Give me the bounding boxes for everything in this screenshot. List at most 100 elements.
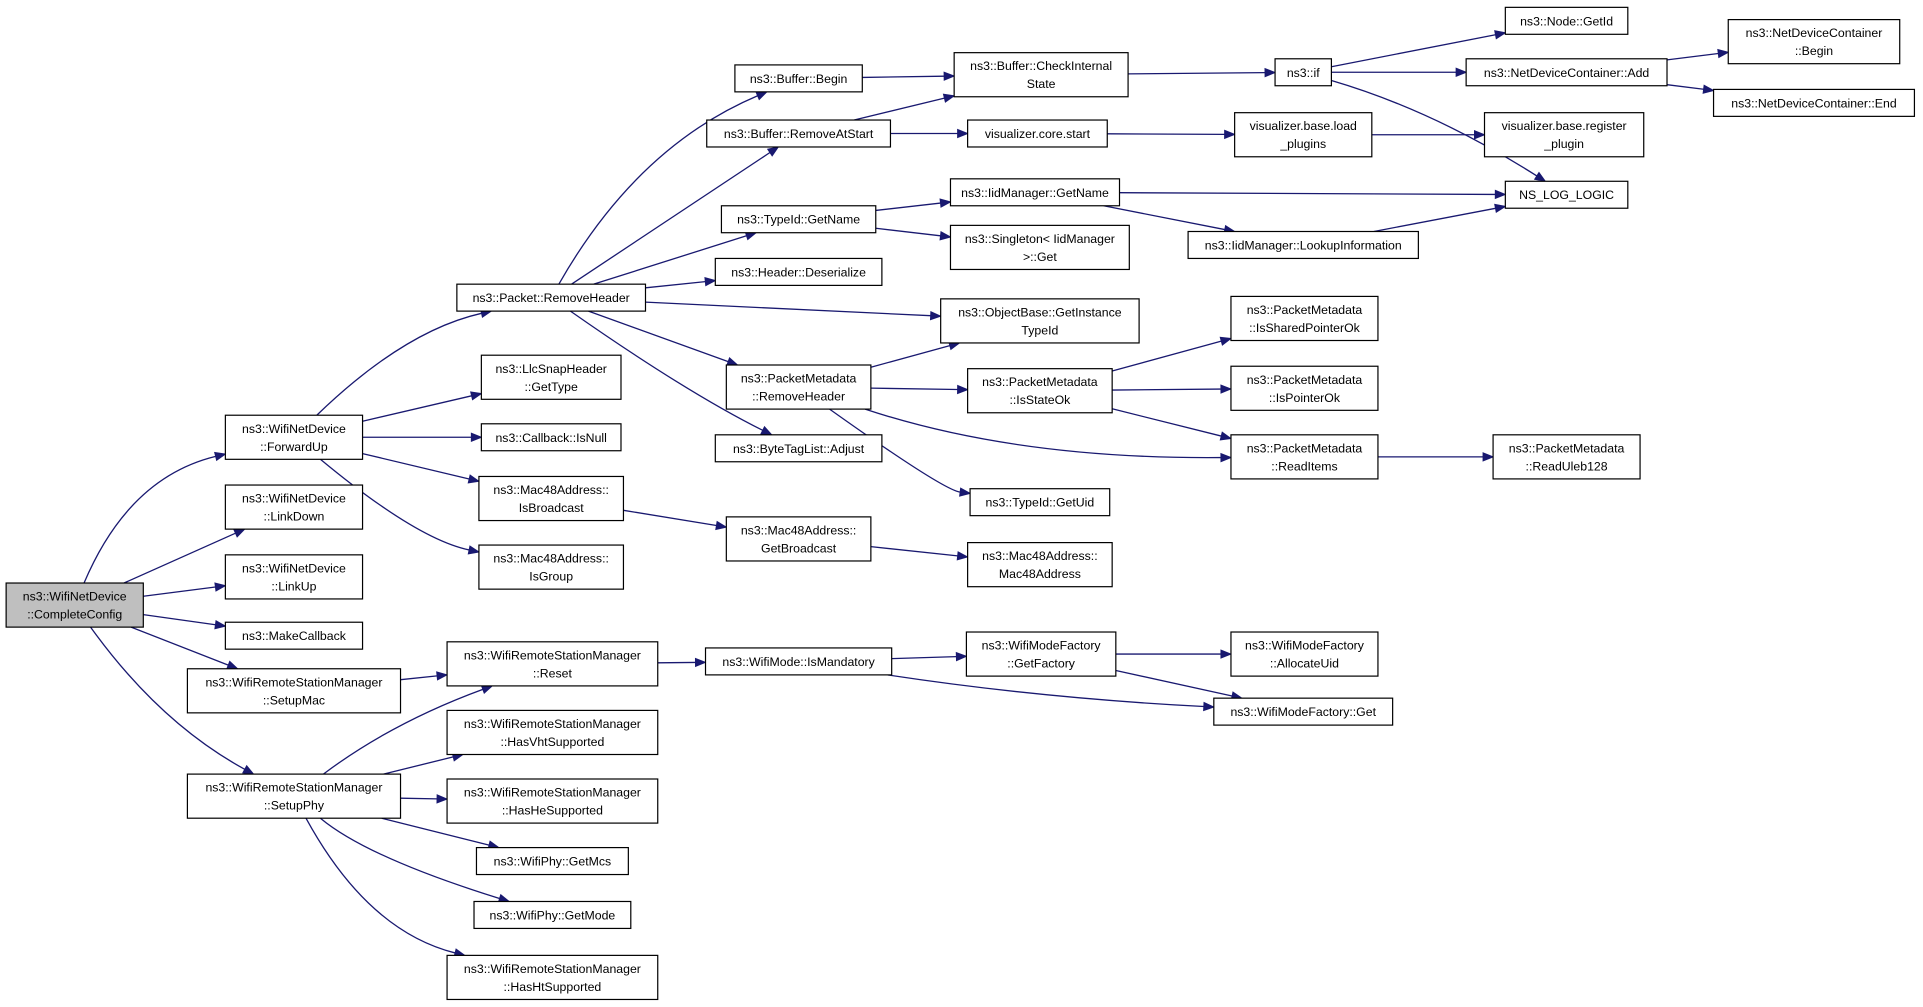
node-label: ns3::Packet::RemoveHeader xyxy=(473,291,630,305)
node-label: ns3::WifiNetDevice xyxy=(242,422,346,436)
node-label: ns3::Buffer::RemoveAtStart xyxy=(724,127,874,141)
node-getmcs[interactable]: ns3::WifiPhy::GetMcs xyxy=(475,846,629,876)
node-label: ns3::Header::Deserialize xyxy=(731,265,866,279)
node-isnull[interactable]: ns3::Callback::IsNull xyxy=(480,423,622,452)
node-box xyxy=(969,488,1111,517)
node-mac48ctor[interactable]: ns3::Mac48Address::Mac48Address xyxy=(967,542,1113,588)
node-removeheader[interactable]: ns3::Packet::RemoveHeader xyxy=(456,283,647,312)
node-rsmreset[interactable]: ns3::WifiRemoteStationManager::Reset xyxy=(446,641,659,687)
node-ndcbegin[interactable]: ns3::NetDeviceContainer::Begin xyxy=(1727,18,1901,65)
node-label: ::LinkDown xyxy=(264,510,325,524)
node-setupphy[interactable]: ns3::WifiRemoteStationManager::SetupPhy xyxy=(186,773,402,819)
node-readitems[interactable]: ns3::PacketMetadata::ReadItems xyxy=(1230,434,1379,480)
node-nslog[interactable]: NS_LOG_LOGIC xyxy=(1504,180,1629,209)
node-isbroadcast[interactable]: ns3::Mac48Address::IsBroadcast xyxy=(478,475,625,522)
node-box xyxy=(734,64,863,93)
node-label: ns3::Buffer::CheckInternal xyxy=(970,59,1112,73)
node-ndcend[interactable]: ns3::NetDeviceContainer::End xyxy=(1712,88,1916,117)
node-isptrok[interactable]: ns3::PacketMetadata::IsPointerOk xyxy=(1230,365,1379,411)
edge-line xyxy=(870,545,958,557)
node-label: ::Reset xyxy=(533,666,573,680)
node-getuid[interactable]: ns3::TypeId::GetUid xyxy=(969,488,1111,517)
edge-arrowhead xyxy=(942,93,956,103)
node-linkdown[interactable]: ns3::WifiNetDevice::LinkDown xyxy=(224,484,364,530)
node-box xyxy=(1465,58,1668,87)
edge-pmremove-to-readitems xyxy=(864,408,1233,463)
edge-line xyxy=(1107,133,1225,136)
edge-line xyxy=(1331,34,1496,68)
node-label: ns3::PacketMetadata xyxy=(1247,373,1363,387)
node-getfactory[interactable]: ns3::WifiModeFactory::GetFactory xyxy=(965,631,1117,677)
node-hasvht[interactable]: ns3::WifiRemoteStationManager::HasVhtSup… xyxy=(446,709,659,756)
node-box xyxy=(1483,112,1645,158)
node-label: ns3::WifiRemoteStationManager xyxy=(464,962,641,976)
edge-arrowhead xyxy=(214,451,227,462)
edge-arrowhead xyxy=(715,520,728,531)
node-box xyxy=(480,354,622,400)
node-hdrdeser[interactable]: ns3::Header::Deserialize xyxy=(714,257,883,286)
node-loadplugins[interactable]: visualizer.base.load_plugins xyxy=(1234,112,1373,158)
node-linkup[interactable]: ns3::WifiNetDevice::LinkUp xyxy=(224,554,364,600)
node-makecallback[interactable]: ns3::MakeCallback xyxy=(224,621,364,650)
node-box xyxy=(186,668,402,714)
node-ndcadd[interactable]: ns3::NetDeviceContainer::Add xyxy=(1465,58,1668,87)
edge-forwardup-to-removeheader xyxy=(316,308,493,416)
node-root[interactable]: ns3::WifiNetDevice::CompleteConfig xyxy=(5,582,144,628)
node-forwardup[interactable]: ns3::WifiNetDevice::ForwardUp xyxy=(224,414,364,460)
node-getmode[interactable]: ns3::WifiPhy::GetMode xyxy=(473,900,632,930)
edge-line xyxy=(891,655,957,660)
node-label: IsBroadcast xyxy=(519,501,585,515)
node-typeidname[interactable]: ns3::TypeId::GetName xyxy=(720,205,877,234)
edge-isstateok-to-readitems xyxy=(1112,408,1233,441)
node-label: ns3::Node::GetId xyxy=(1520,14,1613,28)
node-label: ns3::Mac48Address:: xyxy=(493,483,609,497)
edge-line xyxy=(887,674,1204,708)
node-isgroup[interactable]: ns3::Mac48Address::IsGroup xyxy=(478,544,625,590)
node-box xyxy=(704,647,893,676)
node-hasht[interactable]: ns3::WifiRemoteStationManager::HasHtSupp… xyxy=(446,954,659,1001)
node-registerplugin[interactable]: visualizer.base.register_plugin xyxy=(1483,112,1645,158)
node-isstateok[interactable]: ns3::PacketMetadata::IsStateOk xyxy=(967,368,1113,414)
node-nsif[interactable]: ns3::if xyxy=(1274,58,1333,87)
node-readuleb[interactable]: ns3::PacketMetadata::ReadUleb128 xyxy=(1492,434,1641,480)
node-hashe[interactable]: ns3::WifiRemoteStationManager::HasHeSupp… xyxy=(446,778,659,824)
node-issharedptr[interactable]: ns3::PacketMetadata::IsSharedPointerOk xyxy=(1230,295,1379,342)
node-bufbegin[interactable]: ns3::Buffer::Begin xyxy=(734,64,863,93)
node-lookupinfo[interactable]: ns3::IidManager::LookupInformation xyxy=(1187,230,1419,260)
node-wmfget[interactable]: ns3::WifiModeFactory::Get xyxy=(1213,697,1394,726)
node-box xyxy=(1492,434,1641,480)
node-label: ns3::WifiModeFactory xyxy=(1245,639,1365,653)
node-box xyxy=(720,205,877,234)
node-label: ::GetType xyxy=(525,380,578,394)
edge-arrowhead xyxy=(1494,189,1507,200)
node-singleton[interactable]: ns3::Singleton< IidManager>::Get xyxy=(949,224,1130,271)
edge-arrowhead xyxy=(1702,84,1715,94)
edge-line xyxy=(143,586,216,597)
node-box xyxy=(1230,295,1379,342)
node-box xyxy=(478,475,625,522)
node-getbroadcast[interactable]: ns3::Mac48Address::GetBroadcast xyxy=(725,516,872,562)
edge-root-to-linkup xyxy=(143,582,227,597)
node-pmremove[interactable]: ns3::PacketMetadata::RemoveHeader xyxy=(725,364,872,410)
node-box xyxy=(224,484,364,530)
node-vizstart[interactable]: visualizer.core.start xyxy=(967,119,1108,148)
node-llcsnap[interactable]: ns3::LlcSnapHeader::GetType xyxy=(480,354,622,400)
node-setupmac[interactable]: ns3::WifiRemoteStationManager::SetupMac xyxy=(186,668,402,714)
edge-line xyxy=(90,626,246,770)
node-label: ns3::PacketMetadata xyxy=(982,375,1098,389)
node-label: ns3::NetDeviceContainer::End xyxy=(1731,96,1897,110)
edge-arrowhead xyxy=(214,582,227,592)
node-nodegetid[interactable]: ns3::Node::GetId xyxy=(1504,6,1629,35)
node-allocuid[interactable]: ns3::WifiModeFactory::AllocateUid xyxy=(1230,631,1379,677)
node-bufremove[interactable]: ns3::Buffer::RemoveAtStart xyxy=(706,119,892,148)
node-box xyxy=(224,554,364,600)
edge-line xyxy=(829,408,961,493)
edge-checkinternal-to-nsif xyxy=(1128,67,1277,78)
node-ismandatory[interactable]: ns3::WifiMode::IsMandatory xyxy=(704,647,893,676)
node-iidname[interactable]: ns3::IidManager::GetName xyxy=(949,178,1121,207)
edge-line xyxy=(1115,669,1233,697)
node-btladjust[interactable]: ns3::ByteTagList::Adjust xyxy=(714,434,883,463)
edge-arrowhead xyxy=(957,128,969,139)
